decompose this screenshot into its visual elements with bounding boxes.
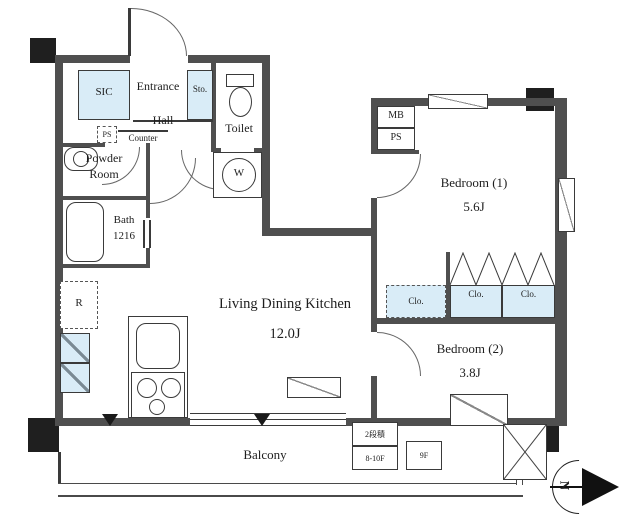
window xyxy=(287,377,341,398)
closet-open-box xyxy=(386,285,446,318)
burner-icon xyxy=(149,399,165,415)
wall xyxy=(377,318,557,324)
pipe-space-box xyxy=(97,126,117,143)
wall xyxy=(188,55,270,63)
north-arrow-icon xyxy=(582,468,619,506)
room-label-bedroom2: Bedroom (2) xyxy=(436,341,504,356)
ac-floors-box xyxy=(352,446,398,470)
shaft-box xyxy=(60,333,90,363)
label-closet-right: Clo. xyxy=(520,289,537,299)
fridge-space-box xyxy=(60,281,98,329)
storage-box xyxy=(187,70,213,120)
bath-slide-door xyxy=(149,220,151,248)
label-fridge: R xyxy=(75,297,83,309)
ac-floors-box xyxy=(406,441,442,470)
kitchen-sink-icon xyxy=(136,323,180,369)
wall xyxy=(211,62,216,152)
room-label-toilet: Toilet xyxy=(225,121,253,135)
label-washer: W xyxy=(233,167,245,179)
room-label-bedroom1: Bedroom (1) xyxy=(440,175,508,190)
wall xyxy=(146,200,150,218)
closet-box xyxy=(502,285,555,318)
toilet-tank-icon xyxy=(226,74,254,87)
room-label-bedroom2-size: 3.8J xyxy=(459,365,481,380)
balcony-railing xyxy=(58,483,523,497)
ac-note-box xyxy=(352,422,398,446)
label-ac-floors-b: 9F xyxy=(419,451,429,460)
wall xyxy=(55,55,63,426)
room-label-bedroom1-size: 5.6J xyxy=(463,199,485,214)
toilet-bowl-icon xyxy=(229,87,252,117)
label-ps-right: PS xyxy=(390,132,402,143)
room-label-ldk: Living Dining Kitchen xyxy=(218,296,352,312)
bath-slide-door xyxy=(143,220,145,248)
window xyxy=(450,394,508,426)
column xyxy=(28,418,59,452)
room-label-bath-size: 1216 xyxy=(113,230,135,242)
folding-door-icon xyxy=(450,252,555,285)
entrance-door-leaf xyxy=(128,8,131,56)
burner-icon xyxy=(137,378,157,398)
label-mb: MB xyxy=(388,110,404,121)
label-closet-mid: Clo. xyxy=(468,289,484,299)
label-ps-hall: PS xyxy=(102,130,112,139)
door-direction-marker xyxy=(254,414,270,426)
label-closet-left: Clo. xyxy=(408,296,424,306)
column xyxy=(30,38,56,63)
counter-line xyxy=(118,130,168,132)
wall xyxy=(262,55,270,236)
bathtub-icon xyxy=(66,202,104,262)
room-label-entrance: Entrance xyxy=(136,79,180,93)
label-ac-note: 2段積 xyxy=(365,430,385,439)
wall xyxy=(371,150,419,154)
room-label-bath: Bath xyxy=(113,214,135,226)
wall xyxy=(63,196,150,200)
wall xyxy=(55,55,130,63)
north-label: N xyxy=(557,480,573,491)
wall xyxy=(146,248,150,268)
wall xyxy=(371,198,377,332)
balcony-edge xyxy=(58,452,61,483)
entrance-door-arc xyxy=(131,8,187,56)
bedroom1-door-arc xyxy=(377,154,421,198)
wall xyxy=(371,98,377,154)
wall xyxy=(446,252,450,318)
room-label-storage: Sto. xyxy=(192,84,208,94)
sink-bowl-icon xyxy=(73,151,89,167)
pipe-space-right-box xyxy=(377,128,415,150)
entrance-step-line xyxy=(133,120,213,122)
wall xyxy=(146,143,150,198)
wall xyxy=(63,264,150,268)
room-label-ldk-size: 12.0J xyxy=(269,326,301,342)
vanity-sink-icon xyxy=(64,147,98,171)
wall xyxy=(555,98,567,426)
wall xyxy=(254,148,270,152)
window xyxy=(558,178,575,232)
label-ac-floors-a: 8-10F xyxy=(365,454,385,463)
wall xyxy=(262,228,377,236)
window xyxy=(428,94,488,109)
shoe-closet-box xyxy=(78,70,130,120)
closet-box xyxy=(450,285,502,318)
bedroom2-door-arc xyxy=(377,332,421,376)
room-label-sic: SIC xyxy=(95,86,113,98)
wall xyxy=(63,143,105,147)
washer-drum-icon xyxy=(222,158,256,192)
burner-icon xyxy=(161,378,181,398)
wall xyxy=(371,376,377,418)
ldk-door-arc xyxy=(150,158,196,204)
room-label-balcony: Balcony xyxy=(243,447,287,462)
label-counter: Counter xyxy=(128,133,158,143)
meter-box xyxy=(377,106,415,128)
shaft-box xyxy=(60,363,90,393)
room-label-hall: Hall xyxy=(152,113,174,127)
void-x-icon xyxy=(504,425,546,479)
door-direction-marker xyxy=(102,414,118,426)
